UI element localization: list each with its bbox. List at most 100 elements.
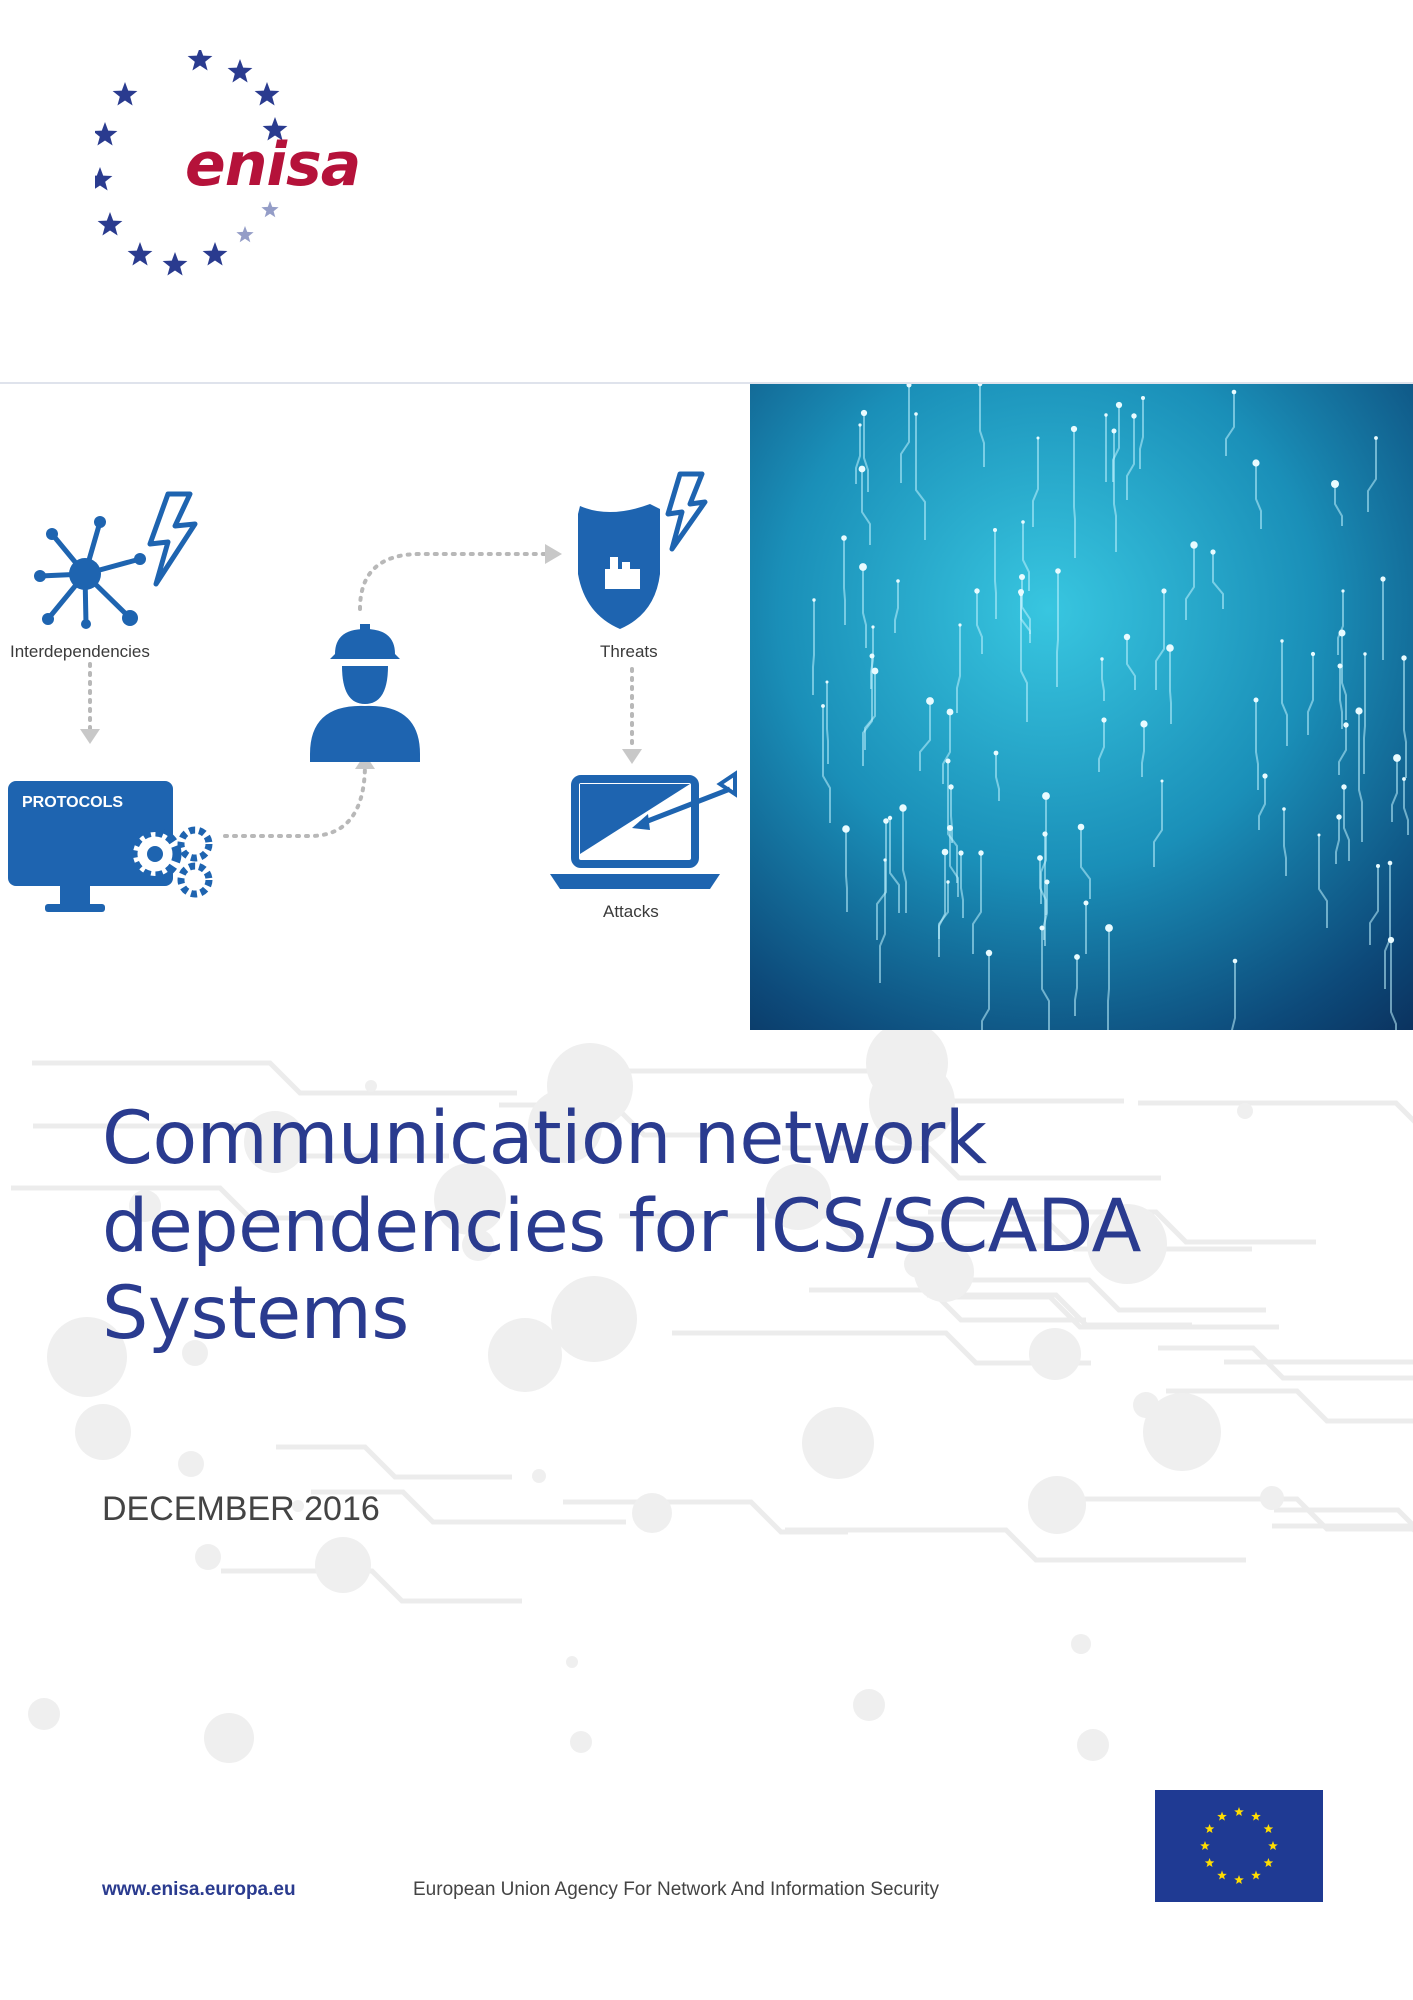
logo-star-icon (112, 82, 138, 106)
website-link[interactable]: www.enisa.europa.eu (102, 1879, 296, 1900)
background-pad (204, 1713, 254, 1763)
circuit-node (993, 750, 999, 756)
circuit-trace (976, 591, 983, 654)
background-pad (1237, 1103, 1253, 1119)
circuit-node (1161, 588, 1167, 594)
circuit-trace (900, 385, 910, 483)
circuit-trace (942, 712, 951, 784)
circuit-node (1036, 436, 1040, 440)
background-trace (927, 1292, 1192, 1328)
flag-star-icon (1268, 1841, 1278, 1850)
background-pad (528, 1089, 602, 1163)
circuit-node (812, 598, 816, 602)
background-trace (782, 1145, 1161, 1181)
circuit-node (941, 848, 949, 856)
circuit-node (1363, 652, 1367, 656)
circuit-node (871, 625, 875, 629)
circuit-trace (1339, 666, 1343, 729)
circuit-node (1337, 663, 1343, 669)
circuit-node (1341, 784, 1347, 790)
circuit-trace (1258, 776, 1266, 830)
circuit-trace (1126, 637, 1136, 690)
circuit-node (948, 784, 954, 790)
flag-star-icon (1217, 1870, 1227, 1880)
circuit-node (1253, 697, 1259, 703)
circuit-trace (1338, 725, 1347, 775)
circuit-node (842, 825, 850, 833)
laptop-arrow-icon (550, 770, 737, 889)
circuit-node (1039, 925, 1045, 931)
logo-star-icon (262, 117, 288, 141)
shield-factory-icon (578, 471, 708, 629)
background-trace (785, 1527, 1246, 1563)
circuit-trace (956, 625, 961, 713)
circuit-trace (826, 682, 829, 764)
circuit-trace (894, 581, 899, 633)
circuit-node (946, 708, 954, 716)
circuit-node (869, 653, 875, 659)
circuit-node (946, 880, 950, 884)
circuit-node (1252, 459, 1260, 467)
circuit-node (906, 384, 912, 388)
europe-circuit-map (750, 384, 1413, 1030)
infographic-drawing (8, 471, 737, 912)
circuit-node (1131, 413, 1137, 419)
background-trace (1166, 1388, 1413, 1424)
background-pad (195, 1544, 221, 1570)
logo-star-icon (95, 122, 118, 146)
circuit-node (1336, 814, 1342, 820)
circuit-trace (1255, 463, 1262, 529)
circuit-trace (1141, 724, 1145, 777)
logo-star-icon (254, 82, 280, 106)
circuit-trace (1231, 961, 1236, 1030)
circuit-trace (1391, 758, 1398, 822)
background-trace (221, 1568, 522, 1604)
circuit-trace (1041, 928, 1050, 1030)
flag-star-icon (1251, 1811, 1261, 1821)
circuit-trace (1185, 545, 1195, 620)
circuit-trace (843, 538, 846, 625)
star-ring-icon (95, 50, 288, 276)
circuit-trace (1334, 484, 1343, 526)
interdependencies-label: Interdependencies (10, 642, 150, 661)
circuit-trace (938, 852, 946, 957)
logo-star-icon (127, 242, 153, 266)
circuit-trace (1107, 928, 1110, 1030)
background-trace (1138, 1100, 1413, 1124)
circuit-trace (855, 425, 861, 484)
circuit-node (1310, 651, 1316, 657)
logo-star-icon (236, 226, 254, 243)
circuit-node (1077, 823, 1085, 831)
circuit-node (858, 465, 866, 473)
circuit-node (945, 758, 951, 764)
circuit-node (977, 384, 983, 387)
circuit-trace (1307, 654, 1314, 735)
circuit-trace (1126, 416, 1135, 500)
circuit-trace (1112, 405, 1120, 482)
circuit-node (1282, 807, 1286, 811)
circuit-trace (862, 656, 873, 766)
circuit-trace (1403, 779, 1409, 835)
circuit-node (883, 858, 887, 862)
document-title: Communication network dependencies for I… (102, 1095, 1302, 1358)
background-pad (869, 1060, 955, 1146)
background-pad (802, 1407, 874, 1479)
circuit-node (821, 704, 825, 708)
circuit-node (1331, 480, 1339, 488)
attacks-label: Attacks (603, 902, 659, 921)
circuit-node (1393, 754, 1401, 762)
flag-star-icon (1234, 1875, 1244, 1884)
circuit-node (1021, 520, 1025, 524)
circuit-trace (1022, 522, 1030, 591)
background-pad (765, 1164, 831, 1230)
circuit-node (1232, 958, 1238, 964)
background-pad (488, 1318, 562, 1392)
circuit-node (1160, 779, 1164, 783)
background-pad (632, 1493, 672, 1533)
circuit-node (1055, 568, 1061, 574)
circuit-trace (1341, 633, 1347, 720)
flag-star-icon (1204, 1858, 1215, 1867)
circuit-trace (1073, 429, 1076, 558)
circuit-trace (995, 753, 1000, 801)
circuit-node (926, 697, 934, 705)
